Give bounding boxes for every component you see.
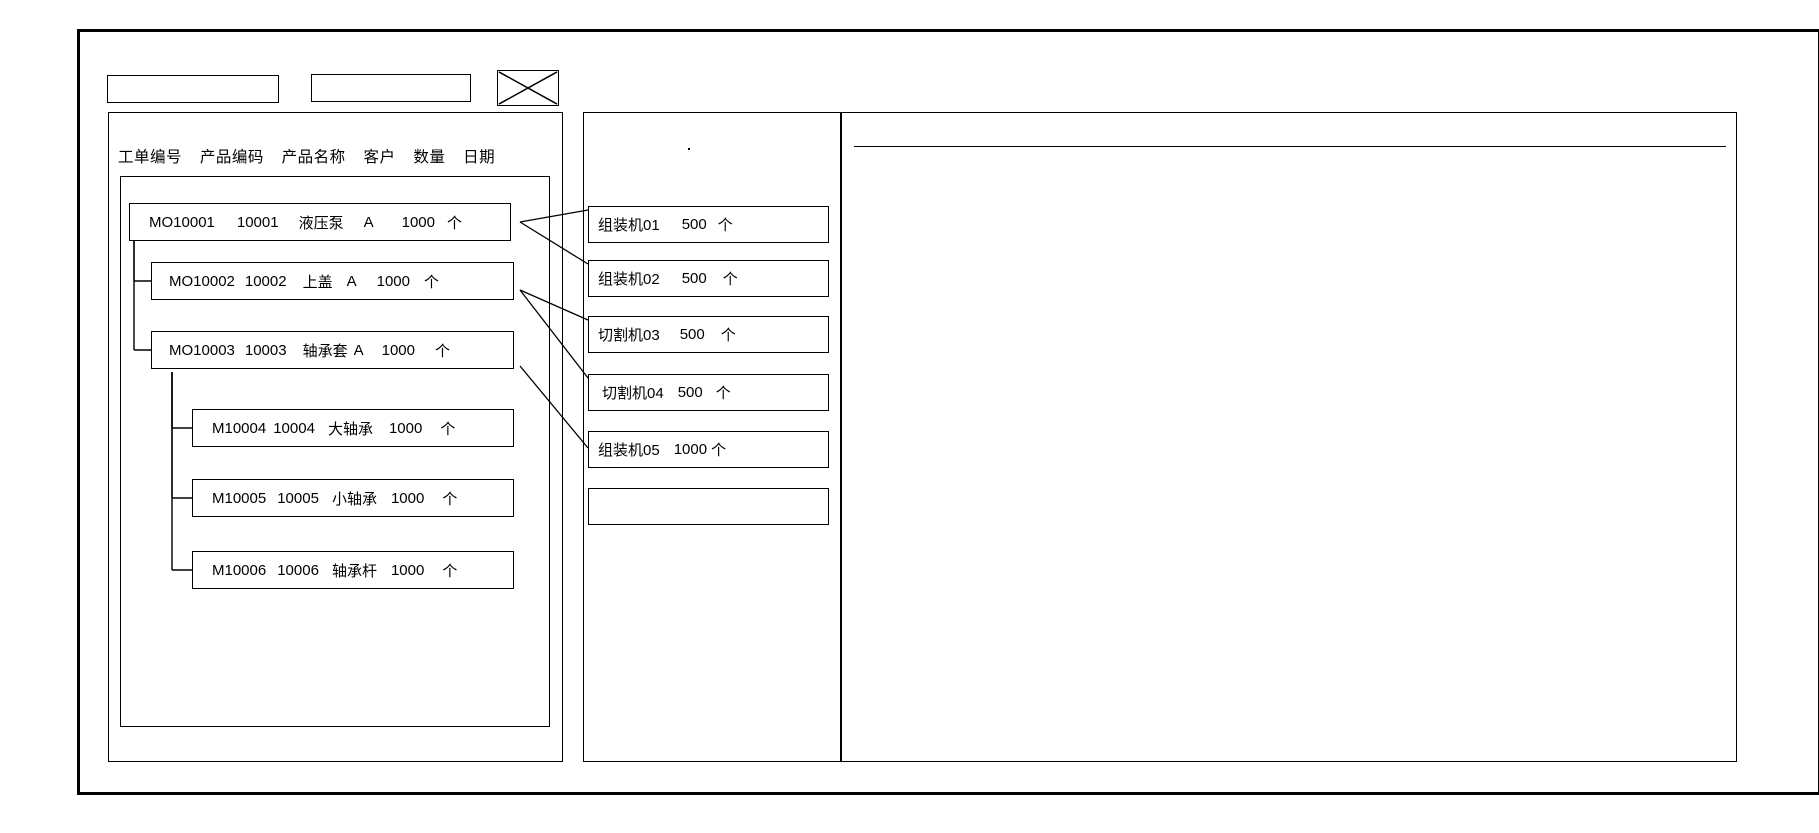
wo-id: M10005 bbox=[212, 489, 267, 507]
machine-qty: 1000 bbox=[673, 441, 708, 458]
detail-panel-divider bbox=[854, 146, 1726, 147]
machine-qty: 500 bbox=[681, 270, 707, 287]
wo-customer: A bbox=[346, 272, 357, 290]
machine-card[interactable]: 组装机02 500 个 bbox=[588, 260, 829, 297]
machine-name: 组装机02 bbox=[598, 271, 660, 288]
work-order-row[interactable]: M10004 10004 大轴承 1000 个 bbox=[192, 409, 514, 447]
column-header: 日期 bbox=[463, 149, 496, 166]
wo-qty: 1000 bbox=[390, 489, 425, 507]
wo-unit: 个 bbox=[435, 342, 451, 360]
machine-name: 切割机04 bbox=[602, 385, 664, 402]
wo-unit: 个 bbox=[442, 490, 458, 508]
detail-panel bbox=[841, 112, 1737, 762]
machine-name: 切割机03 bbox=[598, 327, 660, 344]
wo-qty: 1000 bbox=[376, 272, 410, 290]
wo-name: 轴承杆 bbox=[331, 562, 377, 580]
wo-name: 大轴承 bbox=[327, 420, 373, 438]
wo-id: MO10003 bbox=[169, 341, 235, 359]
crossed-box-icon[interactable] bbox=[497, 70, 559, 106]
machine-qty: 500 bbox=[681, 216, 707, 233]
machine-card[interactable]: 组装机05 1000 个 bbox=[588, 431, 829, 468]
machine-name: 组装机01 bbox=[598, 217, 660, 234]
work-order-row[interactable]: M10005 10005 小轴承 1000 个 bbox=[192, 479, 514, 517]
wo-name: 液压泵 bbox=[298, 214, 344, 232]
wo-unit: 个 bbox=[442, 562, 458, 580]
column-headers: 工单编号 产品编码 产品名称 客户 数量 日期 bbox=[118, 145, 538, 167]
column-header: 产品名称 bbox=[281, 149, 346, 166]
work-order-tree-outline bbox=[120, 176, 550, 727]
wo-qty: 1000 bbox=[390, 561, 425, 579]
machine-unit: 个 bbox=[715, 385, 731, 402]
work-order-row[interactable]: MO10002 10002 上盖 A 1000 个 bbox=[151, 262, 514, 300]
wo-id: M10004 bbox=[212, 419, 267, 437]
column-header: 产品编码 bbox=[199, 149, 264, 166]
wo-customer: A bbox=[353, 341, 364, 359]
wo-code: 10006 bbox=[277, 561, 319, 579]
machine-card[interactable]: 组装机01 500 个 bbox=[588, 206, 829, 243]
wo-code: 10005 bbox=[277, 489, 319, 507]
wo-name: 小轴承 bbox=[331, 490, 377, 508]
machine-card[interactable]: 切割机04 500 个 bbox=[588, 374, 829, 411]
wo-id: M10006 bbox=[212, 561, 267, 579]
wo-id: MO10002 bbox=[169, 272, 235, 290]
column-header: 工单编号 bbox=[118, 149, 183, 166]
wo-qty: 1000 bbox=[388, 419, 423, 437]
wo-customer: A bbox=[363, 213, 374, 231]
machine-unit: 个 bbox=[711, 442, 727, 459]
work-order-row[interactable]: MO10001 10001 液压泵 A 1000 个 bbox=[129, 203, 511, 241]
wo-name: 轴承套 bbox=[302, 342, 348, 360]
wo-unit: 个 bbox=[440, 420, 456, 438]
machine-qty: 500 bbox=[679, 326, 705, 343]
machine-card-empty[interactable] bbox=[588, 488, 829, 525]
machine-unit: 个 bbox=[717, 217, 733, 234]
machine-qty: 500 bbox=[677, 384, 703, 401]
wo-unit: 个 bbox=[424, 273, 440, 291]
wo-id: MO10001 bbox=[149, 213, 215, 231]
wo-name: 上盖 bbox=[302, 273, 333, 291]
work-order-row[interactable]: M10006 10006 轴承杆 1000 个 bbox=[192, 551, 514, 589]
toolbar-field-1[interactable] bbox=[107, 75, 279, 103]
machine-card[interactable]: 切割机03 500 个 bbox=[588, 316, 829, 353]
wo-unit: 个 bbox=[447, 214, 463, 232]
wo-code: 10002 bbox=[244, 272, 287, 290]
machine-panel-marker bbox=[688, 148, 690, 150]
wo-qty: 1000 bbox=[381, 341, 415, 359]
wo-code: 10001 bbox=[236, 213, 279, 231]
column-header: 数量 bbox=[413, 149, 446, 166]
machine-unit: 个 bbox=[722, 271, 738, 288]
work-order-row[interactable]: MO10003 10003 轴承套 A 1000 个 bbox=[151, 331, 514, 369]
wo-qty: 1000 bbox=[401, 213, 435, 231]
wo-code: 10004 bbox=[273, 419, 315, 437]
wo-code: 10003 bbox=[244, 341, 287, 359]
column-header: 客户 bbox=[363, 149, 396, 166]
toolbar-field-2[interactable] bbox=[311, 74, 471, 102]
machine-name: 组装机05 bbox=[598, 442, 660, 459]
machine-unit: 个 bbox=[720, 327, 736, 344]
